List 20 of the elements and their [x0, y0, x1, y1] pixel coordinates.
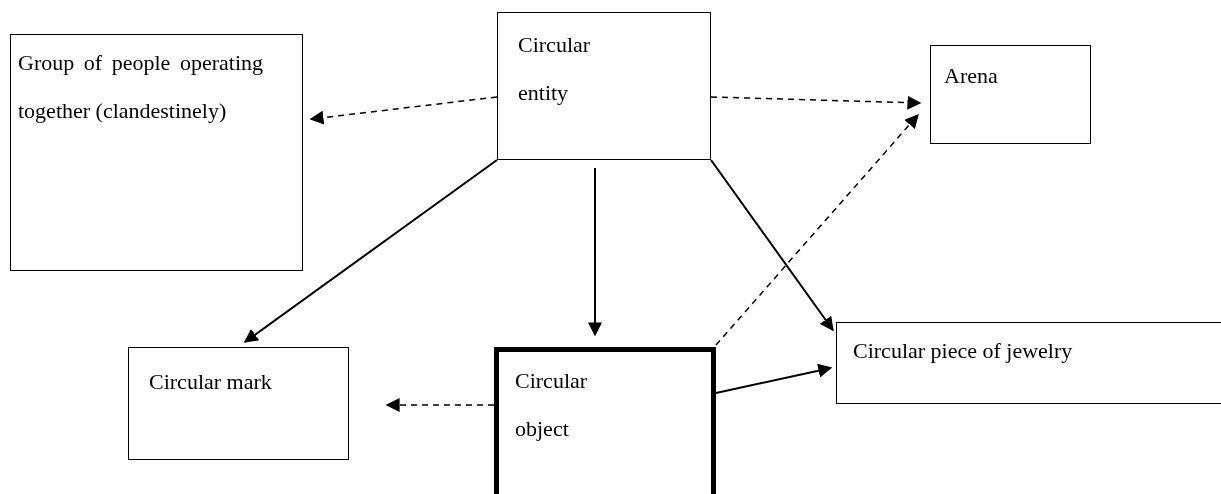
concept-box	[930, 45, 1091, 144]
concept-box	[836, 322, 1221, 404]
concept-text: Group of people operating together (clandestinely)	[18, 49, 263, 125]
arrow	[715, 363, 833, 395]
concept-box	[497, 12, 711, 160]
concept-text: Circular entity	[518, 31, 592, 107]
dashed-arrow	[385, 398, 495, 412]
concept-text: Circular object	[515, 367, 589, 443]
dashed-arrow	[309, 96, 498, 125]
arrow	[710, 159, 834, 332]
concept-text: Arena	[944, 62, 999, 90]
arrow	[243, 159, 498, 344]
concept-box	[494, 347, 716, 494]
arrow	[588, 167, 602, 337]
dashed-arrow	[710, 95, 922, 110]
dashed-arrow	[715, 113, 919, 346]
concept-box	[128, 347, 349, 460]
concept-text: Circular piece of jewelry	[853, 337, 1074, 365]
concept-text: Circular mark	[149, 368, 273, 396]
concept-box	[10, 34, 303, 271]
